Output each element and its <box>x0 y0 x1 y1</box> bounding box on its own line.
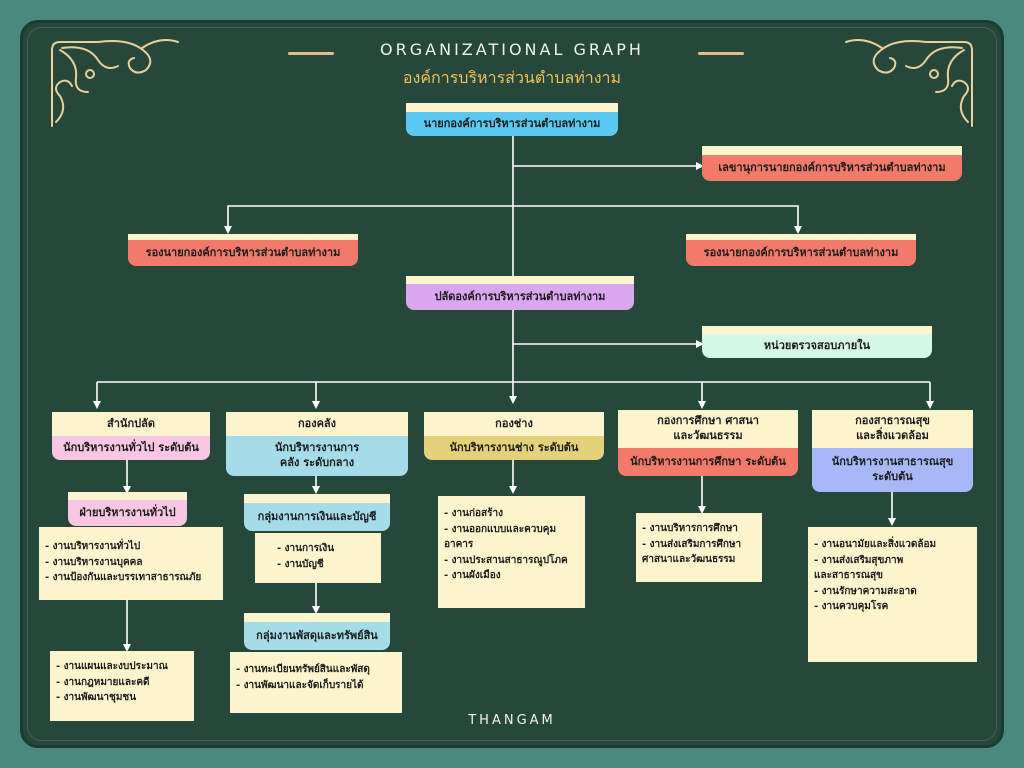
list-item: - งานบริหารงานทั่วไป <box>45 541 141 552</box>
list-item: - งานผังเมือง <box>444 570 501 581</box>
chalkboard-frame <box>20 20 1004 748</box>
dept-education-name-line: กองการศึกษา ศาสนา <box>657 414 759 428</box>
dept-health-officer-line: นักบริหารงานสาธารณสุข <box>831 455 954 469</box>
dept-health-name-line: และสิ่งแวดล้อม <box>856 429 929 442</box>
corner-ornament-left-icon <box>51 39 179 127</box>
dept-health-officer-line: ระดับต้น <box>872 470 913 483</box>
list-item: - งานอนามัยและสิ่งแวดล้อม <box>814 539 937 550</box>
list-item: - งานกฎหมายและคดี <box>56 676 150 688</box>
mayor-cap <box>406 103 618 112</box>
list-item: และสาธารณสุข <box>814 570 883 581</box>
dept-engineering-officer: นักบริหารงานช่าง ระดับต้น <box>424 436 604 460</box>
corner-ornament-right-icon <box>845 39 973 127</box>
dept-health-officer: นักบริหารงานสาธารณสุข ระดับต้น <box>812 448 973 492</box>
task-list-finance: - งานการเงิน - งานบัญชี <box>255 533 381 583</box>
chief-box: ปลัดองค์การบริหารส่วนตำบลท่างาม <box>406 284 634 310</box>
list-item: - งานควบคุมโรค <box>814 601 889 612</box>
dept-education-officer: นักบริหารงานการศึกษา ระดับต้น <box>618 448 798 476</box>
task-list-education: - งานบริหารการศึกษา - งานส่งเสริมการศึกษ… <box>636 513 762 582</box>
task-list-supply: - งานทะเบียนทรัพย์สินและพัสดุ - งานพัฒนา… <box>230 652 402 713</box>
title-rule-right <box>698 52 744 55</box>
list-item: ศาสนาและวัฒนธรรม <box>642 554 736 565</box>
list-item: - งานป้องกันและบรรเทาสาธารณภัย <box>45 572 202 583</box>
mayor-box: นายกองค์การบริหารส่วนตำบลท่างาม <box>406 112 618 136</box>
list-item: - งานก่อสร้าง <box>444 508 503 519</box>
secretary-box: เลขานุการนายกองค์การบริหารส่วนตำบลท่างาม <box>702 155 962 181</box>
list-item: - งานพัฒนาชุมชน <box>56 692 137 703</box>
list-item: - งานออกแบบและควบคุม <box>444 523 557 535</box>
task-list-health: - งานอนามัยและสิ่งแวดล้อม - งานส่งเสริมส… <box>808 527 977 662</box>
dept-office-header: สำนักปลัด <box>52 412 210 436</box>
deputy-left-box: รองนายกองค์การบริหารส่วนตำบลท่างาม <box>128 240 358 266</box>
task-list-engineering: - งานก่อสร้าง - งานออกแบบและควบคุม อาคาร… <box>438 496 585 608</box>
list-item: - งานบริหารการศึกษา <box>642 523 738 534</box>
sub-general-cap <box>68 492 187 501</box>
dept-education-header: กองการศึกษา ศาสนา และวัฒนธรรม <box>618 410 798 448</box>
dept-health-name-line: กองสาธารณสุข <box>855 414 930 428</box>
list-item: - งานทะเบียนทรัพย์สินและพัสดุ <box>236 664 370 675</box>
secretary-cap <box>702 146 962 155</box>
dept-education-name-line: และวัฒนธรรม <box>673 429 743 442</box>
list-item: - งานส่งเสริมการศึกษา <box>642 538 742 550</box>
list-item: - งานพัฒนาและจัดเก็บรายได้ <box>236 679 364 691</box>
list-item: - งานประสานสาธารณูปโภค <box>444 554 568 566</box>
sub-general-admin: ฝ่ายบริหารงานทั่วไป <box>68 500 187 526</box>
deputy-right-box: รองนายกองค์การบริหารส่วนตำบลท่างาม <box>686 240 916 266</box>
task-list-planning: - งานแผนและงบประมาณ - งานกฎหมายและคดี - … <box>50 651 194 721</box>
sub-supply-cap <box>244 613 390 622</box>
dept-office-officer: นักบริหารงานทั่วไป ระดับต้น <box>52 436 210 460</box>
chart-title: ORGANIZATIONAL GRAPH <box>380 40 644 59</box>
task-list-general-admin: - งานบริหารงานทั่วไป - งานบริหารงานบุคคล… <box>39 527 223 600</box>
audit-box: หน่วยตรวจสอบภายใน <box>702 334 932 358</box>
dept-health-header: กองสาธารณสุข และสิ่งแวดล้อม <box>812 410 973 448</box>
list-item: - งานบัญชี <box>277 558 324 570</box>
list-item: - งานการเงิน <box>277 543 335 554</box>
list-item: - งานส่งเสริมสุขภาพ <box>814 554 904 566</box>
sub-finance-accounting: กลุ่มงานการเงินและบัญชี <box>244 503 390 531</box>
title-rule-left <box>288 52 334 55</box>
dept-engineering-header: กองช่าง <box>424 412 604 436</box>
dept-finance-officer: นักบริหารงานการคลัง ระดับกลาง <box>226 436 408 476</box>
chart-subtitle: องค์การบริหารส่วนตำบลท่างาม <box>402 68 622 87</box>
chief-cap <box>406 276 634 285</box>
list-item: - งานบริหารงานบุคคล <box>45 556 143 568</box>
deputy-left-cap <box>128 234 358 243</box>
dept-finance-header: กองคลัง <box>226 412 408 436</box>
sub-supply-assets: กลุ่มงานพัสดุและทรัพย์สิน <box>244 622 390 650</box>
deputy-right-cap <box>686 234 916 243</box>
list-item: อาคาร <box>444 539 474 550</box>
footer-brand: THANGAM <box>468 713 556 728</box>
sub-finance-cap <box>244 494 390 503</box>
list-item: - งานแผนและงบประมาณ <box>56 661 168 672</box>
audit-cap <box>702 326 932 335</box>
list-item: - งานรักษาความสะอาด <box>814 585 917 597</box>
